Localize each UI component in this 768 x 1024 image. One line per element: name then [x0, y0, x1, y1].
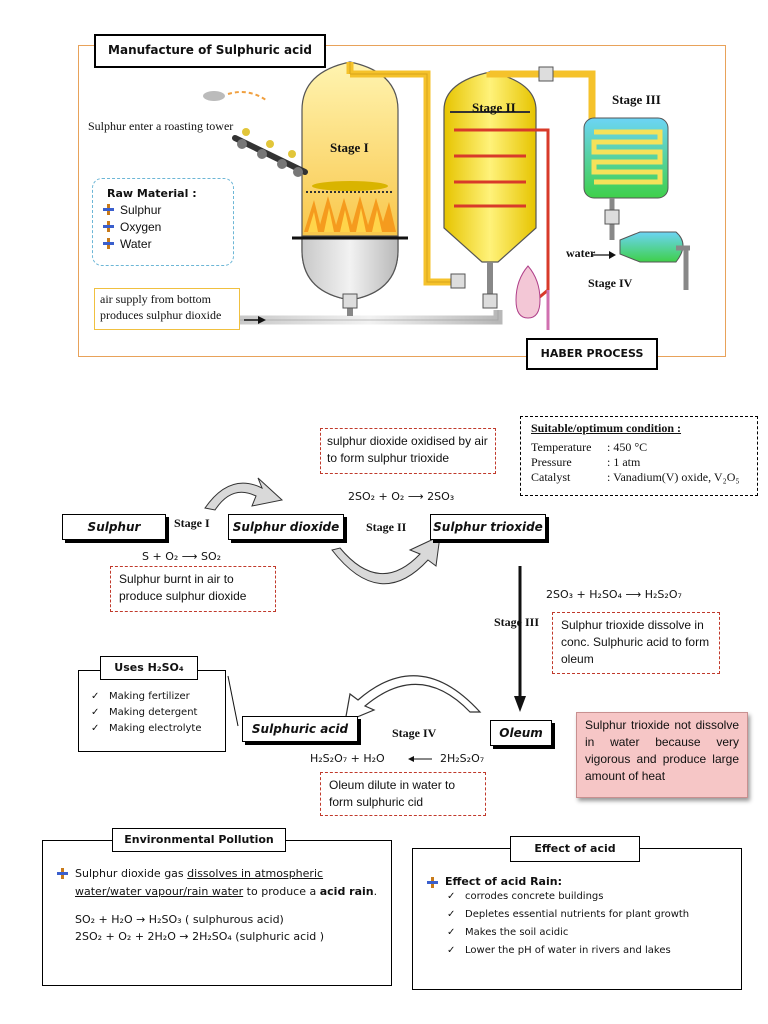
equation-stage3: 2SO₃ + H₂SO₄ ⟶ H₂S₂O₇: [546, 588, 682, 601]
equation-stage4-right: 2H₂S₂O₇: [440, 752, 485, 765]
raw-item: Oxygen: [103, 219, 233, 236]
diagram-stage4-label: Stage IV: [588, 276, 633, 290]
env-equation-2: 2SO₂ + O₂ + 2H₂O → 2H₂SO₄ (sulphuric aci…: [75, 930, 325, 943]
curved-arrow-stage4: [344, 675, 482, 723]
diagram-stage2-label: Stage II: [472, 100, 516, 115]
effect-item: Lower the pH of water in rivers and lake…: [445, 942, 731, 960]
effect-item: Depletes essential nutrients for plant g…: [445, 906, 731, 924]
diagram-stage1-label: Stage I: [330, 140, 369, 155]
note-oxidised: sulphur dioxide oxidised by air to form …: [320, 428, 496, 474]
plant-diagram: [203, 61, 690, 330]
node-sulphur: Sulphur: [62, 514, 166, 540]
bullet-icon: [103, 221, 114, 232]
node-oleum: Oleum: [490, 720, 552, 746]
node-sulphur-trioxide: Sulphur trioxide: [430, 514, 546, 540]
env-equation-1: SO₂ + H₂O → H₂SO₃ ( sulphurous acid): [75, 913, 284, 926]
sulphur-caption: Sulphur enter a roasting tower: [88, 119, 234, 133]
env-pollution-title: Environmental Pollution: [112, 828, 286, 852]
effect-acid-box: Effect of acid Rain: corrodes concrete b…: [412, 848, 742, 990]
equation-stage4-left: H₂S₂O₇ + H₂O: [310, 752, 385, 765]
uses-item: Making electrolyte: [89, 721, 225, 737]
condition-row: Catalyst: Vanadium(V) oxide, V₂O₅: [531, 470, 740, 484]
condition-row: Pressure: 1 atm: [531, 455, 641, 469]
env-pollution-box: Sulphur dioxide gas dissolves in atmosph…: [42, 840, 392, 986]
note-dilute: Oleum dilute in water to form sulphuric …: [320, 772, 486, 816]
raw-material-title: Raw Material :: [107, 187, 197, 200]
air-supply-caption: air supply from bottom produces sulphur …: [94, 288, 240, 330]
condition-row: Temperature: 450 °C: [531, 440, 648, 454]
uses-item: Making fertilizer: [89, 689, 225, 705]
down-arrow-stage3: [514, 696, 526, 712]
water-label: water: [566, 246, 596, 260]
node-sulphuric-acid: Sulphuric acid: [242, 716, 358, 742]
bullet-icon: [427, 877, 438, 888]
effect-item: corrodes concrete buildings: [445, 888, 731, 906]
raw-material-box: Raw Material : Sulphur Oxygen Water: [92, 178, 234, 266]
page-title: Manufacture of Sulphuric acid: [94, 34, 326, 68]
flow-stage3-label: Stage III: [494, 615, 540, 629]
flow-stage4-label: Stage IV: [392, 726, 437, 740]
curved-arrow-stage2: [331, 535, 441, 585]
effect-heading: Effect of acid Rain:: [427, 875, 731, 888]
stage3-cooler: [583, 117, 669, 199]
conditions-title: Suitable/optimum condition :: [531, 421, 682, 435]
bullet-icon: [57, 868, 68, 879]
haber-process-label: HABER PROCESS: [526, 338, 658, 370]
raw-item: Sulphur: [103, 202, 233, 219]
note-oleum: Sulphur trioxide dissolve in conc. Sulph…: [552, 612, 720, 674]
conveyor: [232, 128, 308, 177]
uses-box: Making fertilizer Making detergent Makin…: [78, 670, 226, 752]
curved-arrow-stage1: [204, 477, 284, 511]
node-sulphur-dioxide: Sulphur dioxide: [228, 514, 344, 540]
plant-diagram-frame: [78, 45, 726, 357]
uses-item: Making detergent: [89, 705, 225, 721]
bullet-icon: [103, 238, 114, 249]
raw-item: Water: [103, 236, 233, 253]
effect-acid-title: Effect of acid: [510, 836, 640, 862]
uses-title: Uses H₂SO₄: [100, 656, 198, 680]
bullet-icon: [103, 204, 114, 215]
note-burnt: Sulphur burnt in air to produce sulphur …: [110, 566, 276, 612]
equation-stage1: S + O₂ ⟶ SO₂: [142, 550, 222, 563]
conditions-box: Suitable/optimum condition : Temperature…: [520, 416, 758, 496]
equation-stage2: 2SO₂ + O₂ ⟶ 2SO₃: [348, 490, 455, 503]
flow-stage1-label: Stage I: [174, 516, 210, 530]
effect-item: Makes the soil acidic: [445, 924, 731, 942]
note-water-heat: Sulphur trioxide not dissolve in water b…: [576, 712, 748, 798]
diagram-stage3-label: Stage III: [612, 92, 661, 107]
flow-stage2-label: Stage II: [366, 520, 407, 534]
